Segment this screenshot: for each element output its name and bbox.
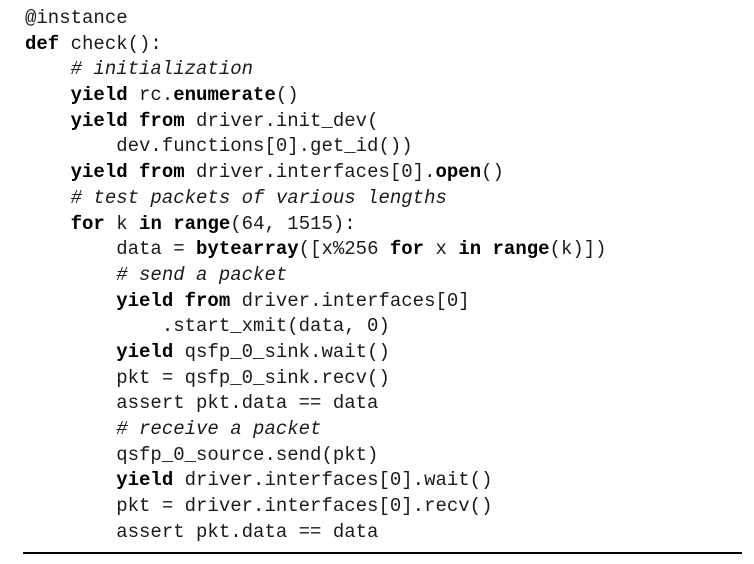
code-keyword: range xyxy=(173,212,231,235)
code-text xyxy=(25,264,116,286)
code-text xyxy=(25,213,71,235)
code-text: qsfp_0_source.send(pkt) xyxy=(25,443,379,466)
code-line: .start_xmit(data, 0) xyxy=(25,314,607,340)
code-text: x xyxy=(424,238,459,261)
code-line: yield from driver.interfaces[0] xyxy=(25,289,607,315)
code-keyword: yield xyxy=(116,340,174,363)
code-line: yield driver.interfaces[0].wait() xyxy=(25,468,607,494)
code-keyword: open xyxy=(435,161,482,184)
code-text xyxy=(25,84,71,106)
code-text: k xyxy=(104,212,140,235)
code-text xyxy=(481,238,492,260)
code-text: qsfp_0_sink.wait() xyxy=(173,340,390,363)
code-comment: # test packets of various lengths xyxy=(70,186,447,209)
code-keyword: for xyxy=(70,212,105,235)
code-keyword: yield from xyxy=(116,289,231,312)
code-keyword: yield xyxy=(116,469,174,492)
code-text xyxy=(25,341,116,363)
code-keyword: in xyxy=(458,238,482,261)
code-text: driver.interfaces[0].wait() xyxy=(173,469,493,492)
code-line: pkt = qsfp_0_sink.recv() xyxy=(25,366,607,392)
code-keyword: yield from xyxy=(70,161,185,184)
code-line: assert pkt.data == data xyxy=(25,520,607,546)
code-line: # receive a packet xyxy=(25,417,607,443)
code-text: driver.interfaces[0] xyxy=(230,289,470,312)
code-line: pkt = driver.interfaces[0].recv() xyxy=(25,494,607,520)
code-line: @instance xyxy=(25,6,607,32)
code-line: yield qsfp_0_sink.wait() xyxy=(25,340,607,366)
code-keyword: yield xyxy=(70,84,128,107)
code-text xyxy=(25,469,116,491)
code-line: assert pkt.data == data xyxy=(25,391,607,417)
code-line: for k in range(64, 1515): xyxy=(25,212,607,238)
code-line: data = bytearray([x%256 for x in range(k… xyxy=(25,237,607,263)
code-line: # test packets of various lengths xyxy=(25,186,607,212)
code-text: check(): xyxy=(59,32,162,55)
code-text: @instance xyxy=(25,7,128,29)
code-keyword: in xyxy=(139,212,162,235)
bottom-rule xyxy=(23,552,742,554)
code-text: () xyxy=(275,84,299,107)
code-comment: # send a packet xyxy=(116,263,288,286)
code-text: data = xyxy=(25,238,197,261)
code-keyword: range xyxy=(492,238,550,261)
code-line: yield from driver.init_dev( xyxy=(25,109,607,135)
code-keyword: def xyxy=(25,32,60,55)
code-text xyxy=(25,290,116,312)
code-text xyxy=(25,418,116,440)
code-text: rc. xyxy=(127,84,174,107)
code-line: qsfp_0_source.send(pkt) xyxy=(25,443,607,469)
code-line: yield from driver.interfaces[0].open() xyxy=(25,160,607,186)
code-text xyxy=(25,187,71,209)
code-text xyxy=(162,213,173,235)
code-line: # send a packet xyxy=(25,263,607,289)
code-keyword: for xyxy=(389,238,425,261)
code-listing: @instance def check(): # initialization y… xyxy=(25,6,607,545)
code-text: driver.interfaces[0]. xyxy=(184,161,436,184)
code-text: dev.functions[0].get_id()) xyxy=(25,135,413,158)
code-text: () xyxy=(481,161,504,184)
code-keyword: bytearray xyxy=(196,238,299,261)
code-line: def check(): xyxy=(25,32,607,58)
code-text: (64, 1515): xyxy=(230,212,356,235)
code-line: dev.functions[0].get_id()) xyxy=(25,134,607,160)
code-comment: # receive a packet xyxy=(116,418,322,440)
code-text: ([x%256 xyxy=(298,238,390,261)
code-text xyxy=(25,58,71,80)
code-line: yield rc.enumerate() xyxy=(25,83,607,109)
code-text xyxy=(25,161,71,183)
code-text: driver.init_dev( xyxy=(184,109,379,132)
code-keyword: enumerate xyxy=(173,84,276,107)
code-text: (k)]) xyxy=(549,238,607,261)
code-text: .start_xmit(data, 0) xyxy=(25,315,390,338)
code-text xyxy=(25,110,71,132)
code-line: # initialization xyxy=(25,57,607,83)
code-text: assert pkt.data == data xyxy=(25,392,379,415)
code-keyword: yield from xyxy=(70,109,185,132)
code-text: pkt = driver.interfaces[0].recv() xyxy=(25,495,493,518)
code-comment: # initialization xyxy=(70,58,254,81)
code-text: assert pkt.data == data xyxy=(25,520,379,543)
code-text: pkt = qsfp_0_sink.recv() xyxy=(25,366,390,389)
